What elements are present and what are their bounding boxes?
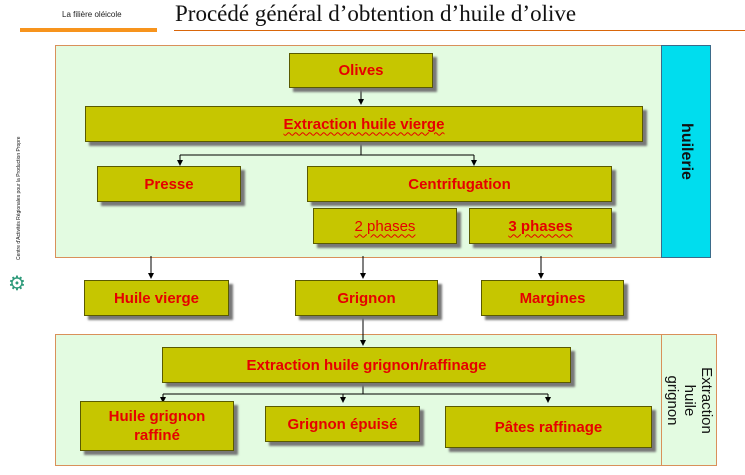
header-tag: La filière oléicole — [62, 10, 122, 19]
node-huile-vierge-label: Huile vierge — [113, 289, 200, 307]
node-grignon: Grignon — [295, 280, 438, 316]
node-grignon-label: Grignon — [337, 289, 396, 307]
node-centrifugation-label: Centrifugation — [408, 175, 511, 193]
node-presse: Presse — [97, 166, 241, 202]
page-title: Procédé général d’obtention d’huile d’ol… — [175, 1, 577, 26]
node-extraction-huile-vierge: Extraction huile vierge — [85, 106, 643, 142]
node-huile-grignon-raffine-label: Huile grignon raffiné — [108, 408, 206, 444]
title-underline — [174, 30, 745, 31]
node-huile-grignon-raffine: Huile grignon raffiné — [80, 401, 234, 451]
edge-extraction-grignon-split — [163, 383, 364, 395]
header-accent-bar — [20, 28, 157, 32]
node-2-phases: 2 phases — [313, 208, 457, 244]
node-extraction-grignon-label: Extraction huile grignon/raffinage — [246, 356, 487, 374]
edge-extraction-split — [180, 143, 362, 156]
node-grignon-epuise: Grignon épuisé — [265, 406, 420, 442]
gear-icon: ⚙ — [8, 273, 26, 295]
node-pates-raffinage-label: Pâtes raffinage — [494, 418, 603, 436]
node-2-phases-label: 2 phases — [354, 217, 416, 235]
node-3-phases: 3 phases — [469, 208, 612, 244]
node-3-phases-label: 3 phases — [508, 217, 573, 235]
node-centrifugation: Centrifugation — [307, 166, 612, 202]
node-margines: Margines — [481, 280, 624, 316]
node-extraction-grignon: Extraction huile grignon/raffinage — [162, 347, 571, 383]
node-margines-label: Margines — [519, 289, 586, 307]
node-huile-vierge: Huile vierge — [84, 280, 229, 316]
side-label-extraction-grignon: Extraction huile grignon — [661, 334, 717, 466]
node-pates-raffinage: Pâtes raffinage — [445, 406, 652, 448]
organization-logo: Centre d'Activités Régionales pour la Pr… — [6, 136, 32, 295]
node-presse-label: Presse — [144, 175, 194, 193]
node-olives: Olives — [289, 53, 433, 88]
node-extraction-huile-vierge-label: Extraction huile vierge — [283, 115, 445, 133]
side-label-huilerie: huilerie — [661, 45, 711, 258]
node-grignon-epuise-label: Grignon épuisé — [287, 415, 398, 433]
node-olives-label: Olives — [338, 62, 384, 79]
